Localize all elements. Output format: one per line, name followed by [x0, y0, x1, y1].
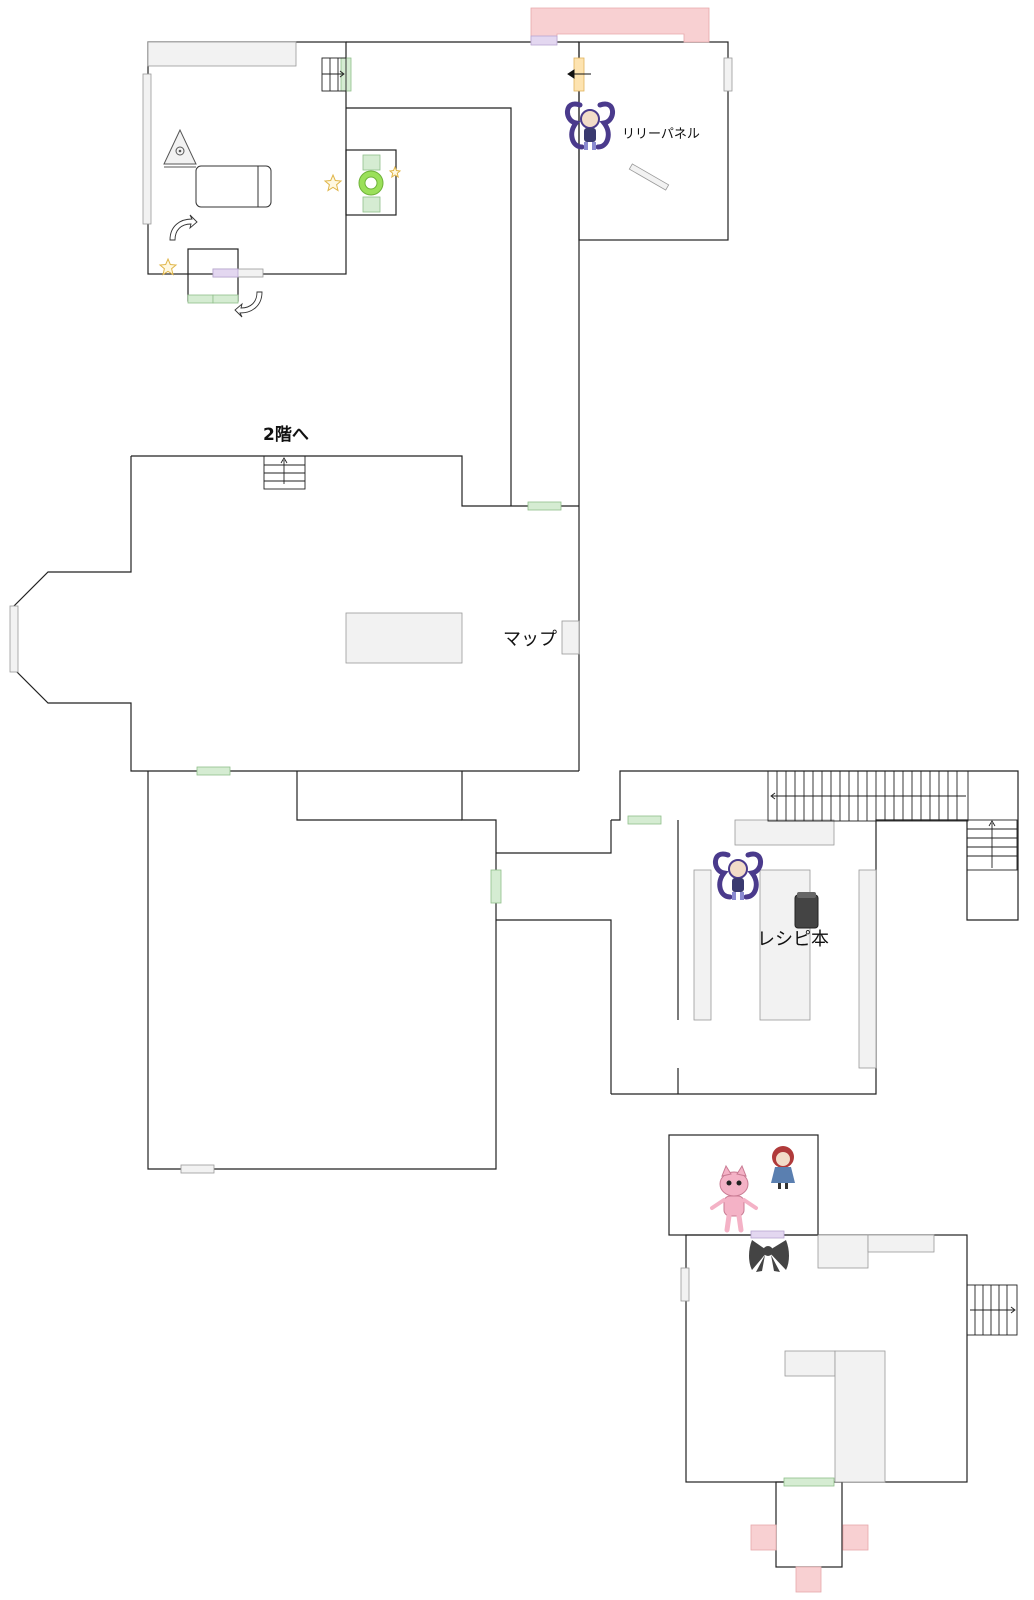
red-zone-left [750, 1524, 777, 1551]
stairs-icon [263, 455, 306, 490]
triangle-camera-icon [163, 128, 197, 168]
hall-top-wall [131, 455, 579, 507]
door-lower-left [180, 1164, 215, 1174]
book-icon [794, 892, 819, 929]
cabinet-1 [817, 1234, 869, 1269]
corridor-inner-wall [346, 107, 512, 506]
door-purple-closet [212, 268, 239, 278]
character-icon [565, 101, 615, 150]
door-green-8 [783, 1477, 835, 1487]
window-hall [9, 605, 19, 673]
door-purple-playroom [750, 1230, 785, 1239]
link-corridor-bottom [496, 919, 612, 1094]
window-bottom-right [680, 1267, 690, 1302]
door-green-4 [527, 501, 562, 511]
lower-notch [296, 771, 462, 821]
red-zone-top [530, 7, 710, 43]
door-green-2 [187, 294, 214, 304]
counter-l [784, 1350, 836, 1377]
door-green-5 [196, 766, 231, 776]
cabinet-2 [867, 1234, 935, 1253]
bed-icon [195, 165, 272, 208]
red-zone-bottom [795, 1566, 822, 1593]
room-bottom-small [775, 1481, 843, 1568]
door-green-7 [627, 815, 662, 825]
stairs-icon [966, 819, 1018, 871]
character-icon [713, 851, 763, 900]
red-zone-right [842, 1524, 869, 1551]
bow-icon [749, 1240, 789, 1272]
stairs [263, 57, 1018, 1336]
window-top-right [723, 57, 733, 92]
door-purple-top [530, 35, 558, 46]
star-icon [388, 165, 402, 179]
small-side-room [345, 149, 397, 216]
window-left [142, 73, 152, 225]
fallen-panel [628, 163, 670, 191]
room-lower-left [147, 771, 497, 1170]
recipe-book-label: レシピ本 [757, 929, 829, 950]
kitchen-counter-left [693, 869, 712, 1021]
arrow-left-icon [567, 69, 591, 79]
character-icon [710, 1164, 758, 1233]
room-top-right [578, 41, 729, 241]
stairs-up-label: 2階へ [263, 425, 309, 445]
hall-table [345, 612, 463, 664]
lily-panel-label: リリーパネル [622, 127, 700, 142]
door-green-3 [212, 294, 239, 304]
map-label: マップ [503, 629, 557, 650]
hall-left-wall [13, 456, 579, 772]
kitchen-counter-top [734, 819, 835, 846]
door-green-6 [490, 869, 502, 904]
rotate-arrow-icon [169, 214, 198, 241]
map-board [561, 620, 580, 655]
kitchen-counter-right [858, 869, 877, 1069]
green-ring-icon [358, 154, 384, 213]
furniture [9, 41, 935, 1483]
shelf-top-left [147, 41, 297, 67]
star-icon [323, 173, 343, 192]
counter-r [834, 1350, 886, 1483]
red-zones [530, 7, 869, 1593]
link-corridor-top [496, 820, 612, 854]
stairs-icon [767, 770, 969, 822]
character-icon [771, 1146, 795, 1189]
stairs-icon [966, 1284, 1018, 1336]
rotate-arrow-icon [234, 291, 263, 318]
star-icon [158, 257, 178, 276]
stairs-icon [321, 57, 347, 92]
stars [158, 165, 402, 276]
